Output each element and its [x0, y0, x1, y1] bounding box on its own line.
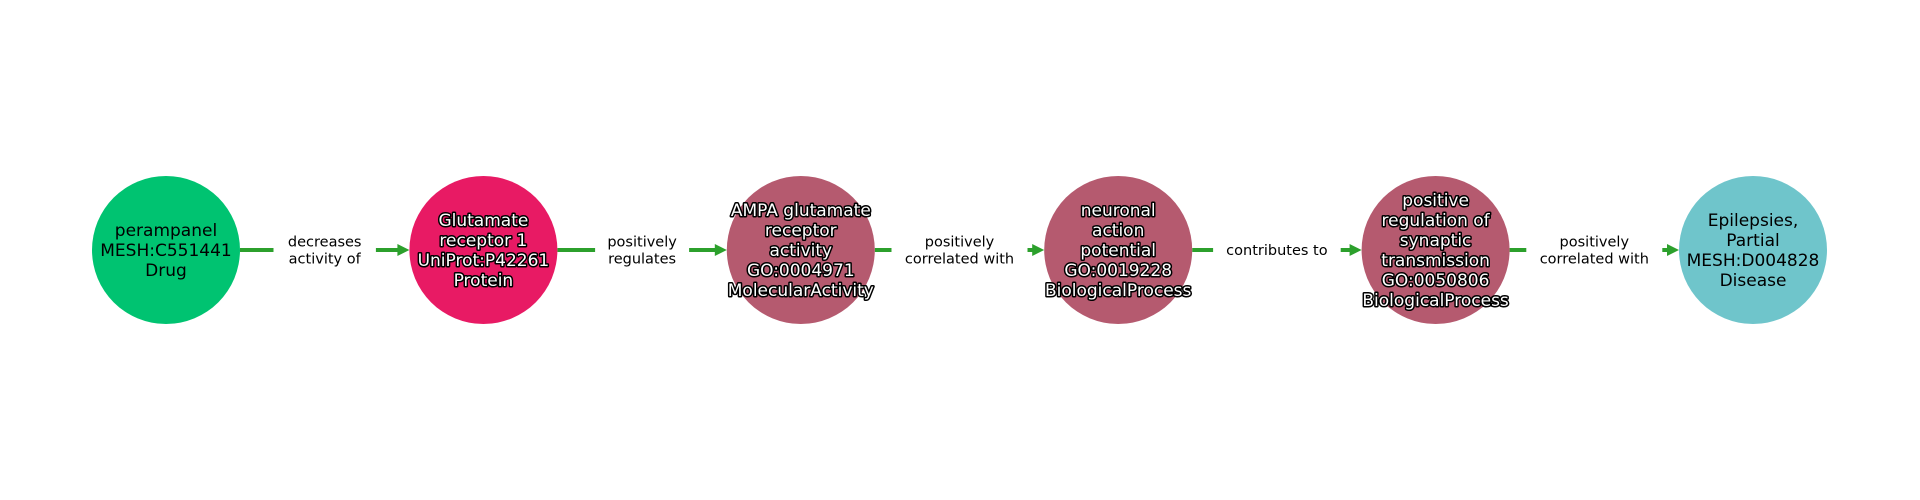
- graph-node[interactable]: AMPA glutamatereceptoractivityGO:0004971…: [726, 176, 875, 324]
- edge-label: regulates: [608, 252, 676, 268]
- edge-label: positively: [607, 235, 677, 251]
- node-label: regulation of: [1382, 211, 1491, 231]
- node-label: BiologicalProcess: [1362, 291, 1509, 311]
- arrow-head-icon: [1667, 244, 1679, 256]
- node-label: UniProt:P42261: [418, 251, 550, 271]
- edge-label: contributes to: [1226, 243, 1328, 259]
- edge: contributes to: [1192, 239, 1362, 261]
- node-label: synaptic: [1400, 231, 1472, 251]
- node-label: transmission: [1381, 251, 1490, 271]
- node-label: Epilepsies,: [1708, 211, 1799, 231]
- node-label: receptor 1: [439, 231, 527, 251]
- edge-label: activity of: [289, 252, 362, 268]
- node-label: Disease: [1720, 271, 1787, 291]
- node-label: GO:0019228: [1064, 261, 1172, 281]
- node-label: Drug: [145, 261, 187, 281]
- node-label: BiologicalProcess: [1045, 281, 1192, 301]
- node-circle[interactable]: [1679, 176, 1827, 324]
- node-circle[interactable]: [1044, 176, 1193, 324]
- node-label: action: [1092, 221, 1144, 241]
- edge-label: correlated with: [1540, 252, 1649, 268]
- edge-label-background: [891, 231, 1028, 269]
- node-label: MESH:C551441: [100, 241, 231, 261]
- node-label: GO:0004971: [747, 261, 855, 281]
- node-label: GO:0050806: [1382, 271, 1490, 291]
- arrow-head-icon: [1032, 244, 1045, 256]
- node-label: activity: [769, 241, 832, 261]
- edge-label: positively: [925, 235, 995, 251]
- arrow-head-icon: [397, 244, 410, 256]
- arrow-head-icon: [714, 244, 727, 256]
- node-label: AMPA glutamate: [731, 201, 871, 221]
- edge-label: positively: [1560, 235, 1630, 251]
- arrow-head-icon: [1349, 244, 1362, 256]
- node-label: positive: [1402, 191, 1469, 211]
- edge-label-background: [1213, 239, 1341, 261]
- node-label: receptor: [765, 221, 837, 241]
- node-label: Partial: [1726, 231, 1779, 251]
- edge-label-background: [595, 231, 690, 269]
- node-label: MolecularActivity: [728, 281, 874, 301]
- edge-label: correlated with: [905, 252, 1014, 268]
- edge-label-background: [1526, 231, 1663, 269]
- edge-label: decreases: [288, 235, 362, 251]
- node-circle[interactable]: [409, 176, 558, 324]
- node-label: potential: [1080, 241, 1156, 261]
- node-circle[interactable]: [1361, 176, 1510, 324]
- node-label: Protein: [454, 271, 514, 291]
- node-label: perampanel: [115, 221, 217, 241]
- node-label: Glutamate: [438, 211, 528, 231]
- node-circle[interactable]: [726, 176, 875, 324]
- node-label: neuronal: [1081, 201, 1156, 221]
- graph-node[interactable]: neuronalactionpotentialGO:0019228Biologi…: [1043, 176, 1193, 324]
- nodes-layer: perampanelMESH:C551441DrugGlutamaterecep…: [92, 176, 1827, 324]
- node-label: MESH:D004828: [1687, 251, 1820, 271]
- edge-label-background: [273, 231, 376, 269]
- node-circle[interactable]: [92, 176, 240, 324]
